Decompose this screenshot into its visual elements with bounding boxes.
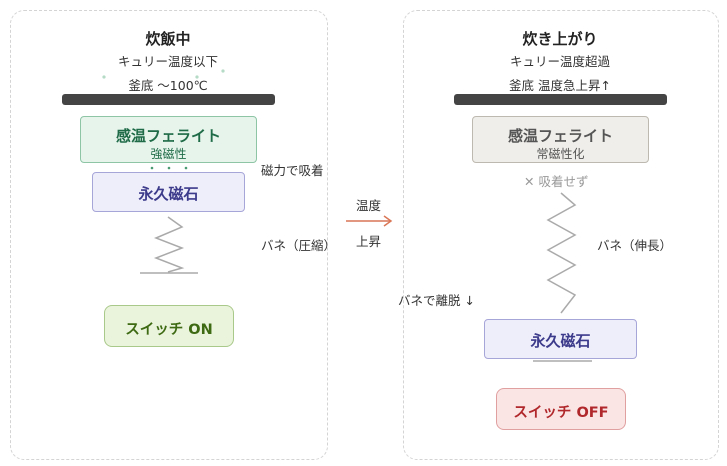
left-attraction-label: 磁力で吸着	[261, 163, 324, 178]
right-magnet-label: 永久磁石	[530, 332, 591, 350]
transition-line1: 温度	[356, 198, 382, 213]
right-ferrite-box: 感温フェライト 常磁性化	[472, 116, 649, 163]
left-magnet-label: 永久磁石	[138, 185, 199, 203]
left-ferrite-state: 強磁性	[150, 147, 187, 161]
right-ferrite-label: 感温フェライト	[507, 127, 613, 145]
left-pan	[62, 94, 275, 105]
transition-line2: 上昇	[356, 234, 382, 249]
right-pan	[454, 94, 667, 105]
right-no-attraction: ✕ 吸着せず	[524, 174, 589, 189]
left-switch-box: スイッチ ON	[104, 305, 234, 347]
right-switch-label: スイッチ OFF	[513, 405, 609, 421]
left-switch-label: スイッチ ON	[125, 322, 213, 338]
left-spring-label: バネ（圧縮）	[261, 238, 337, 253]
right-release-label: バネで離脱 ↓	[398, 293, 475, 308]
left-title: 炊飯中	[145, 30, 191, 48]
right-ferrite-state: 常磁性化	[536, 147, 585, 161]
right-switch-box: スイッチ OFF	[496, 388, 626, 430]
right-title: 炊き上がり	[522, 30, 598, 48]
right-subtitle: キュリー温度超過	[509, 54, 610, 69]
left-ferrite-box: 感温フェライト 強磁性	[80, 116, 257, 163]
right-magnet-box: 永久磁石	[484, 319, 637, 359]
right-pan-temp: 釜底 温度急上昇↑	[509, 78, 611, 93]
left-ferrite-label: 感温フェライト	[115, 127, 221, 145]
left-pan-temp: 釜底 〜100℃	[128, 78, 208, 93]
right-spring-label: バネ（伸長）	[597, 238, 673, 253]
left-magnet-box: 永久磁石	[92, 172, 245, 212]
left-subtitle: キュリー温度以下	[117, 54, 218, 69]
